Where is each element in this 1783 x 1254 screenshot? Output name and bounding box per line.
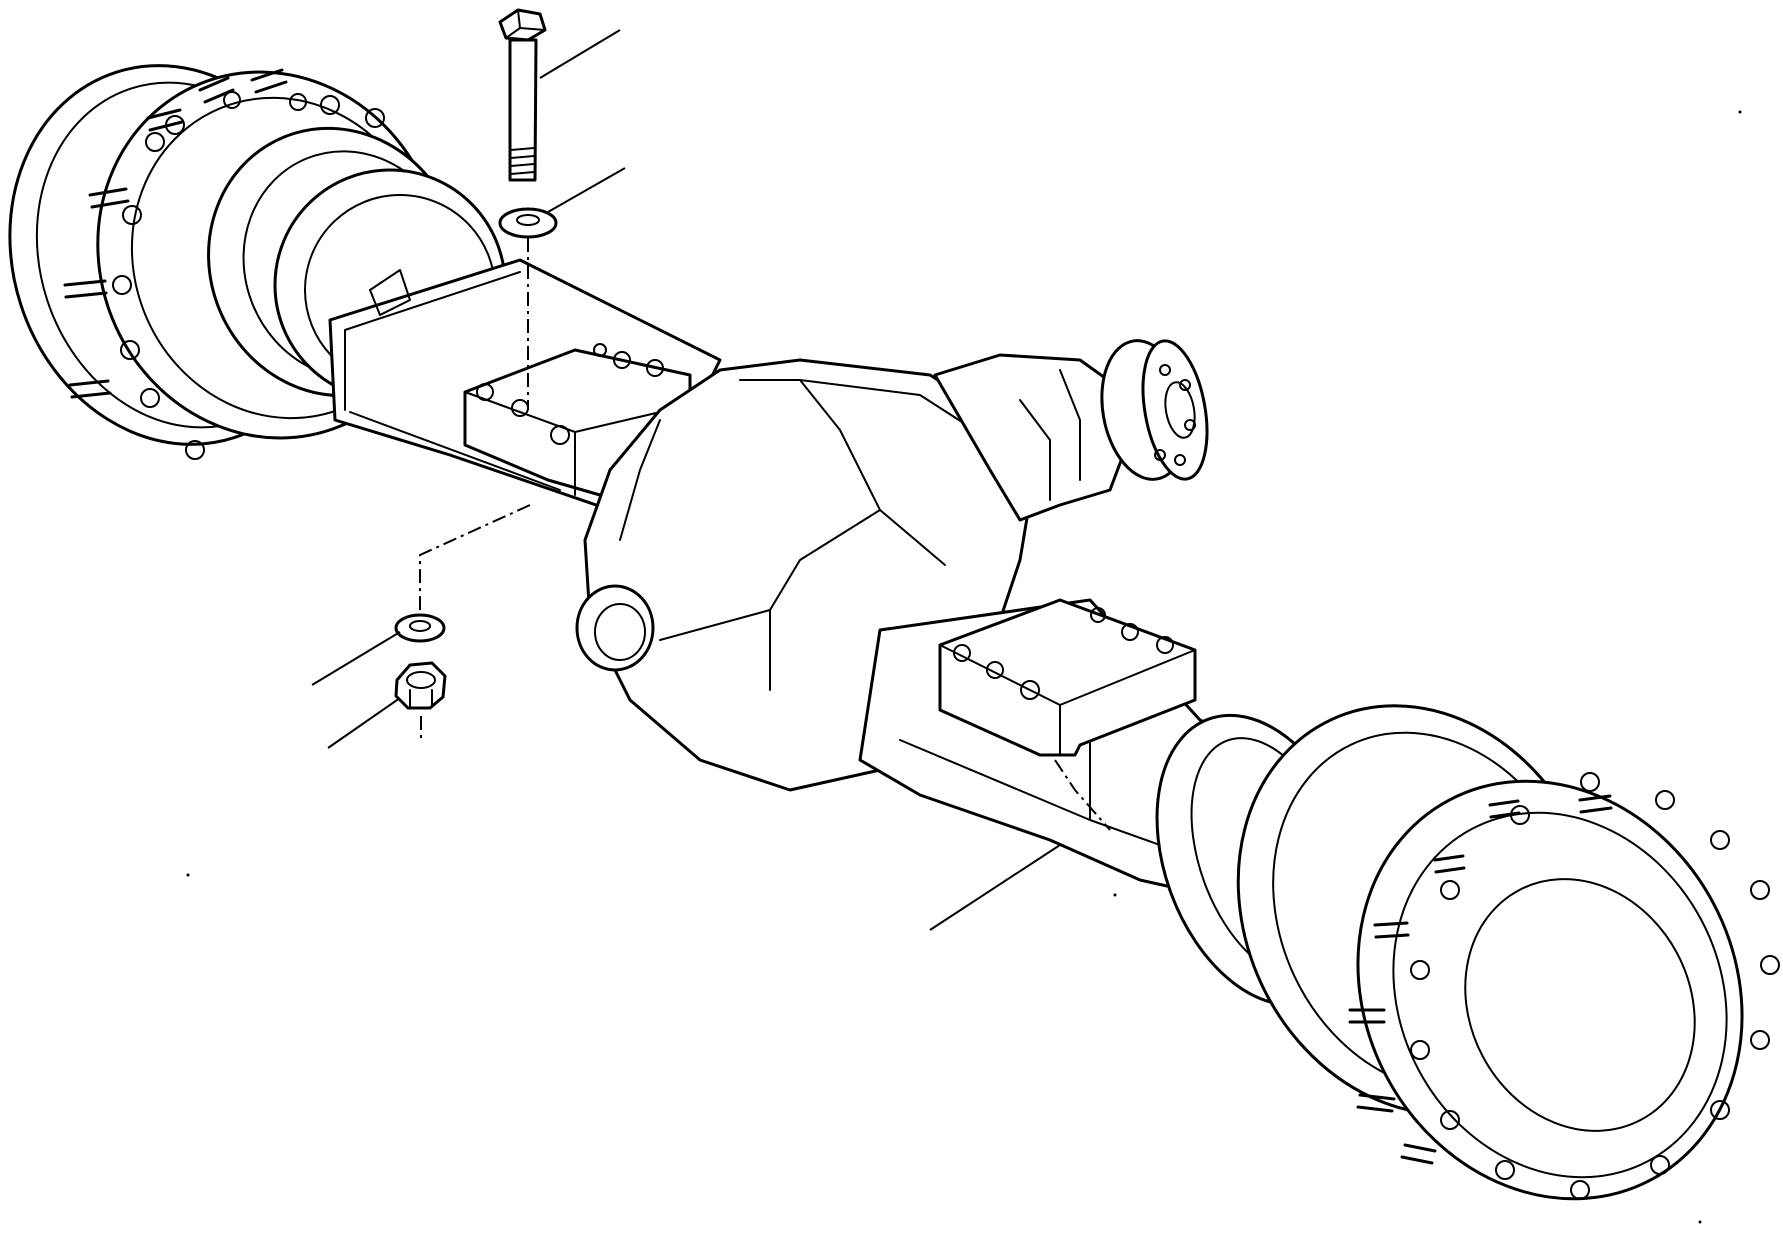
upper-washer-icon <box>498 207 558 239</box>
hex-nut-icon <box>394 661 447 710</box>
scan-specks <box>186 110 1742 1224</box>
right-spring-pad <box>938 598 1197 757</box>
pinion-input-flange <box>933 339 1209 522</box>
bolt-icon <box>498 8 547 182</box>
right-wheel-hub <box>1155 704 1780 1201</box>
lower-washer-icon <box>394 613 446 643</box>
leader-lines <box>311 29 1061 931</box>
assembly-centerlines <box>419 238 1111 831</box>
